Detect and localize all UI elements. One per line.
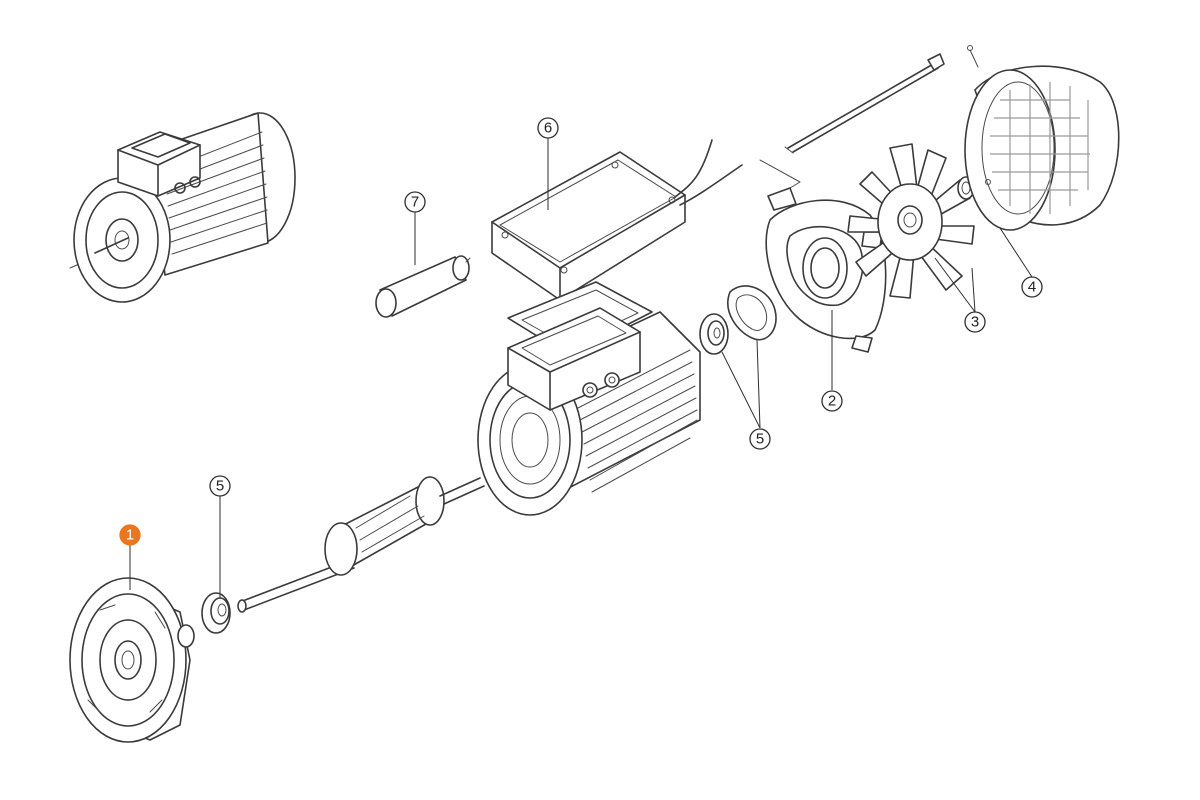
svg-text:5: 5 xyxy=(216,478,224,495)
callout-7[interactable]: 7 xyxy=(404,191,426,213)
front-bearing xyxy=(201,592,231,634)
svg-text:7: 7 xyxy=(411,194,419,211)
front-flange xyxy=(69,577,195,743)
rear-bearing xyxy=(699,313,729,355)
callout-1[interactable]: 1 xyxy=(119,524,141,546)
tie-rod xyxy=(784,45,979,154)
rotor-shaft xyxy=(237,476,485,613)
capacitor xyxy=(375,255,471,318)
callout-2[interactable]: 2 xyxy=(821,390,843,412)
callout-5-rear-side[interactable]: 5 xyxy=(749,428,771,450)
assembled-motor-illustration xyxy=(69,112,296,303)
callout-6[interactable]: 6 xyxy=(537,117,559,139)
callout-4[interactable]: 4 xyxy=(1021,276,1043,298)
callout-5-rotor-side[interactable]: 5 xyxy=(209,475,231,497)
svg-text:6: 6 xyxy=(544,120,552,137)
terminal-box-cover xyxy=(491,139,743,301)
callout-3[interactable]: 3 xyxy=(964,311,986,333)
svg-text:5: 5 xyxy=(756,431,764,448)
cooling-fan xyxy=(847,143,975,299)
leader-lines xyxy=(129,138,1033,598)
svg-text:1: 1 xyxy=(126,527,134,544)
rear-end-shield xyxy=(759,159,887,353)
svg-text:2: 2 xyxy=(828,393,836,410)
svg-text:3: 3 xyxy=(971,314,979,331)
svg-text:4: 4 xyxy=(1028,279,1036,296)
fan-cover xyxy=(964,65,1120,231)
stator-housing xyxy=(477,307,701,516)
wave-washer xyxy=(727,285,777,341)
